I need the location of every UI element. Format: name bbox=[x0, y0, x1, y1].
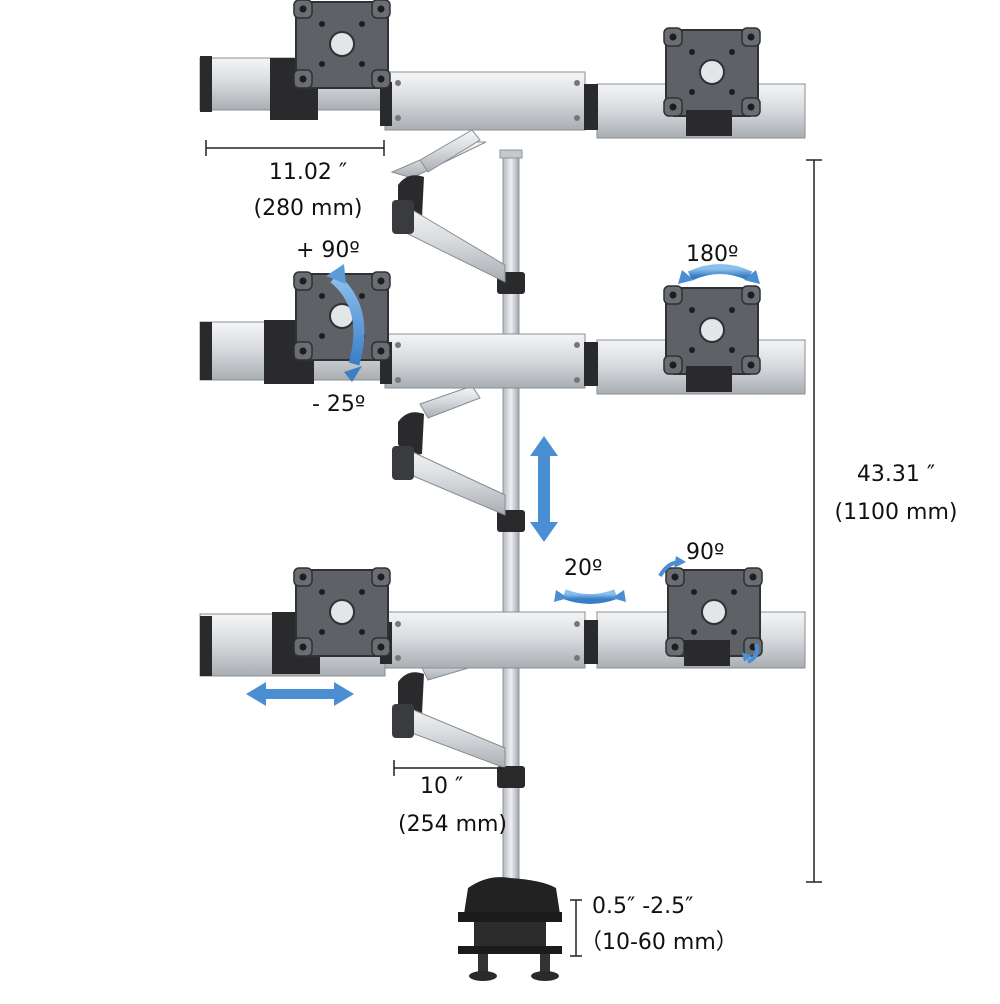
vesa-plate-1 bbox=[293, 0, 391, 89]
arm-tier-3 bbox=[392, 651, 506, 769]
pan-arc-arrow bbox=[554, 589, 626, 604]
pole-height-inch: 43.31 ″ bbox=[856, 462, 936, 487]
vesa-plate-2 bbox=[663, 27, 761, 117]
height-adjust-arrow bbox=[530, 436, 558, 542]
tilt-arc-arrow bbox=[326, 264, 365, 382]
swivel-arc-arrow bbox=[678, 264, 760, 284]
vesa-plate-4 bbox=[663, 285, 761, 375]
arm-tier-2 bbox=[392, 385, 506, 516]
clamp-range-inch: 0.5″ -2.5″ bbox=[592, 894, 694, 919]
arm-length-mm: (254 mm) bbox=[398, 812, 508, 837]
arm-extension-inch: 11.02 ″ bbox=[268, 160, 348, 185]
arm-length-inch: 10 ″ bbox=[420, 774, 464, 799]
crossbar-tier-2 bbox=[199, 320, 806, 395]
tilt-up-label: + 90º bbox=[296, 238, 360, 263]
rotation-label: 90º bbox=[686, 540, 725, 565]
slide-adjust-arrow bbox=[246, 682, 354, 706]
dimension-lines bbox=[205, 140, 822, 957]
vesa-plate-5 bbox=[293, 567, 391, 657]
swivel-label: 180º bbox=[686, 242, 739, 267]
pole-height-mm: (1100 mm) bbox=[834, 500, 958, 525]
arm-extension-mm: (280 mm) bbox=[253, 196, 363, 221]
desk-clamp bbox=[458, 877, 562, 981]
clamp-range-mm: （10-60 mm） bbox=[580, 930, 738, 955]
pan-label: 20º bbox=[564, 556, 603, 581]
arm-tier-1 bbox=[390, 129, 506, 283]
tilt-down-label: - 25º bbox=[312, 392, 366, 417]
